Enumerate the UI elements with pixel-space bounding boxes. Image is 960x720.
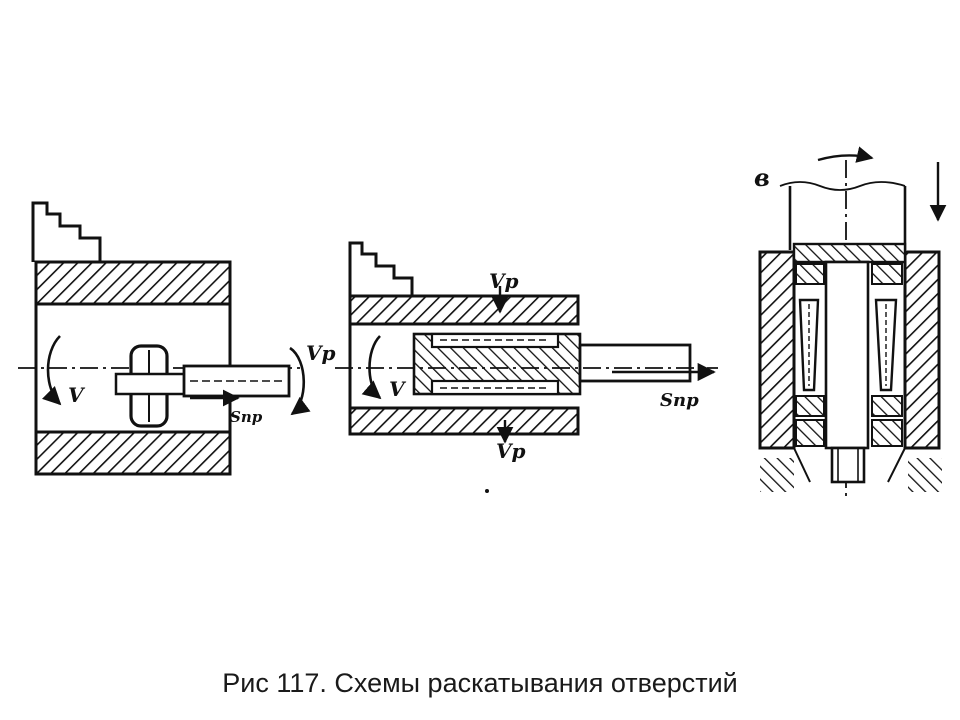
roller-axle-a xyxy=(114,372,188,396)
label-snp-b: Sпр xyxy=(660,390,699,411)
base-left-c xyxy=(760,458,794,492)
tool-rotation-arrow-a xyxy=(289,346,311,416)
workpiece-wall-top-b xyxy=(348,294,580,326)
workpiece-wall-bottom-b xyxy=(348,406,580,436)
label-vp-bottom-b: Vр xyxy=(496,439,526,463)
diagram-b xyxy=(335,241,718,493)
rotation-arrow-b xyxy=(361,335,382,400)
label-snp-a: Sпр xyxy=(230,408,263,426)
rotation-arrow-c xyxy=(817,146,874,163)
chuck-jaws-b xyxy=(348,241,414,296)
tool-cap-c xyxy=(792,242,907,264)
workpiece-wall-bottom-a xyxy=(34,430,232,476)
chuck-jaws-a xyxy=(31,201,102,262)
label-vp-a: Vр xyxy=(306,341,336,365)
workpiece-wall-right-c xyxy=(903,250,941,450)
label-v-a: V xyxy=(68,383,86,407)
label-letter-c: в xyxy=(754,163,770,192)
diagram-a xyxy=(18,201,311,476)
diagram-c xyxy=(758,146,947,500)
nut-c xyxy=(830,446,866,484)
mandrel-c xyxy=(824,260,870,450)
rolling-schemes-figure: V Vр Sпр V Vр Vр Sпр в xyxy=(18,146,947,500)
label-vp-top-b: Vр xyxy=(489,269,519,293)
base-right-c xyxy=(908,458,942,492)
tool-shank-b xyxy=(578,343,692,383)
figure-caption: Рис 117. Схемы раскатывания отверстий xyxy=(222,668,738,698)
rotation-arrow-a xyxy=(41,335,62,406)
workpiece-wall-top-a xyxy=(34,260,232,306)
label-v-b: V xyxy=(389,377,407,401)
workpiece-wall-left-c xyxy=(758,250,796,450)
